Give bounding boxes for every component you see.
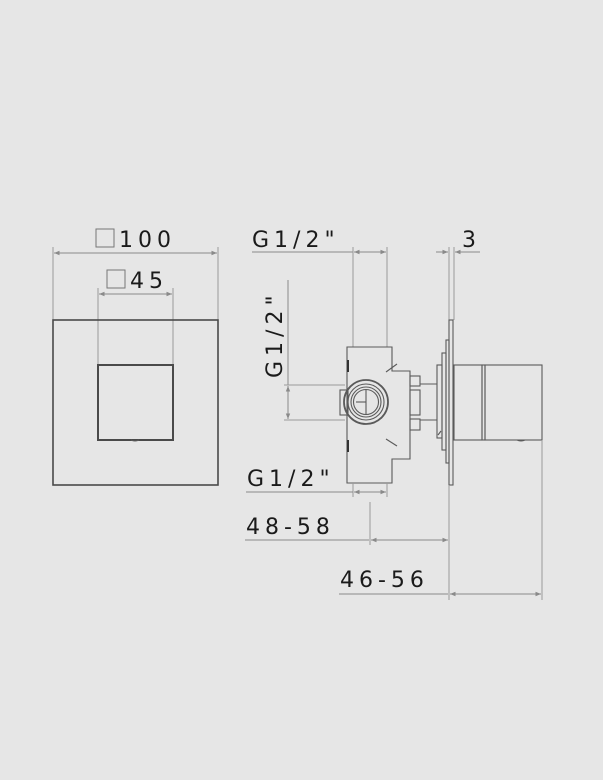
vertical-connection-dimension: G1/2" <box>263 280 345 421</box>
vertical-connection-label: G1/2" <box>263 290 288 378</box>
side-handle <box>453 364 543 442</box>
handle-projection-label: 46-56 <box>340 568 429 593</box>
body-depth-label: 48-58 <box>246 515 335 540</box>
square-icon <box>95 228 115 248</box>
front-handle <box>97 364 174 441</box>
bottom-connection-label: G1/2" <box>247 467 335 492</box>
front-view: 100 45 <box>52 228 219 486</box>
outer-dimension-label: 100 <box>119 228 176 253</box>
square-icon <box>106 269 126 289</box>
escutcheon-plate <box>436 319 454 486</box>
front-plate <box>52 319 219 486</box>
inner-width-dimension: 45 <box>97 269 174 365</box>
bottom-connection-dimension: G1/2" <box>246 467 388 497</box>
body-depth-dimension: 48-58 <box>245 485 450 600</box>
top-connection-dimension: G1/2" <box>252 228 388 347</box>
handle-projection-dimension: 46-56 <box>339 440 543 600</box>
valve-body <box>339 346 437 484</box>
plate-thickness-label: 3 <box>462 228 481 253</box>
top-connection-label: G1/2" <box>252 228 340 253</box>
side-view: G1/2" 3 G1/2" <box>245 228 543 600</box>
outer-width-dimension: 100 <box>52 228 219 320</box>
inner-dimension-label: 45 <box>130 269 168 294</box>
plate-thickness-dimension: 3 <box>436 228 481 320</box>
